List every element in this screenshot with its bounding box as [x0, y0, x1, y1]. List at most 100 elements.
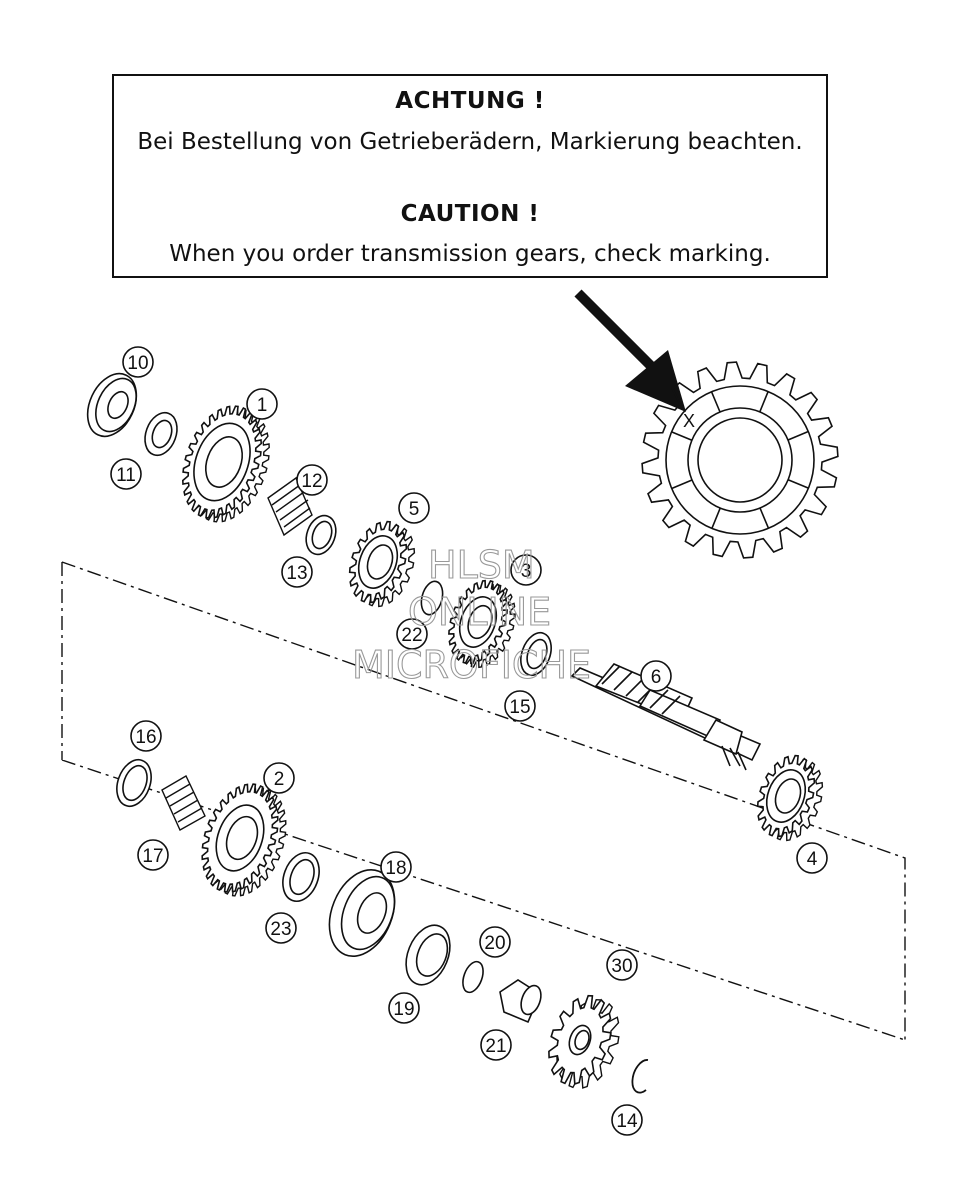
- callout-circle: [510, 554, 542, 586]
- bearing-part-18: [328, 868, 396, 958]
- group-boundary-line: [61, 561, 906, 1041]
- spacer-part-21: [499, 979, 542, 1024]
- callout-circle: [479, 926, 511, 958]
- callout-circle: [388, 992, 420, 1024]
- callout-number: 10: [127, 353, 148, 374]
- callout-22: 22: [396, 618, 428, 650]
- callout-number: 13: [286, 563, 307, 584]
- callout-circle: [398, 492, 430, 524]
- callout-14: 14: [611, 1104, 643, 1136]
- callout-number: 30: [611, 956, 632, 977]
- callout-number: 11: [116, 465, 136, 486]
- callout-number: 5: [409, 499, 420, 520]
- washer-part-15: [520, 631, 552, 677]
- callout-13: 13: [281, 556, 313, 588]
- watermark-line-3: MICROFICHE: [352, 643, 591, 687]
- gear-part-1: [181, 405, 270, 523]
- callout-number: 22: [401, 625, 422, 646]
- callout-number: 12: [301, 471, 322, 492]
- callout-2: 2: [263, 762, 295, 794]
- callout-17: 17: [137, 839, 169, 871]
- callout-19: 19: [388, 992, 420, 1024]
- callout-number: 20: [484, 933, 505, 954]
- needle-bearing-part-12: [267, 476, 313, 537]
- callout-number: 21: [485, 1036, 506, 1057]
- washer-part-23: [282, 851, 320, 903]
- caution-notice-box: ACHTUNG ! Bei Bestellung von Getrieberäd…: [112, 74, 828, 278]
- callout-circle: [246, 388, 278, 420]
- caution-heading-german: ACHTUNG !: [395, 88, 545, 114]
- callout-18: 18: [380, 851, 412, 883]
- callout-number: 4: [807, 849, 818, 870]
- washer-part-11: [144, 411, 178, 457]
- caution-heading-english: CAUTION !: [400, 201, 540, 227]
- watermark: HLSM ONLINE MICROFICHE: [351, 542, 591, 687]
- gear-part-3: [448, 579, 516, 669]
- callout-circle: [380, 851, 412, 883]
- callout-30: 30: [606, 949, 638, 981]
- callout-circle: [504, 690, 536, 722]
- callout-12: 12: [296, 464, 328, 496]
- callout-20: 20: [479, 926, 511, 958]
- callout-circle: [281, 556, 313, 588]
- needle-bearing-part-17: [161, 775, 206, 831]
- callout-1: 1: [246, 388, 278, 420]
- callout-6: 6: [640, 660, 672, 692]
- callout-5: 5: [398, 492, 430, 524]
- callout-number: 6: [651, 667, 662, 688]
- callout-23: 23: [265, 912, 297, 944]
- callout-number: 1: [257, 395, 268, 416]
- callout-number: 23: [270, 919, 291, 940]
- callout-circle: [606, 949, 638, 981]
- washer-part-16: [116, 758, 152, 808]
- callout-16: 16: [130, 720, 162, 752]
- callout-circle: [296, 464, 328, 496]
- circlip-part-22: [420, 580, 444, 616]
- gear-part-2: [201, 783, 287, 897]
- detail-gear-with-marking: [641, 361, 839, 559]
- bearing-part-10: [86, 372, 138, 438]
- callout-number: 14: [616, 1111, 638, 1132]
- callout-number: 19: [393, 999, 414, 1020]
- pointer-arrow: [574, 289, 686, 412]
- sprocket-part-30: [548, 994, 620, 1089]
- circlip-part-14: [631, 1059, 649, 1094]
- callout-10: 10: [122, 346, 154, 378]
- callout-number: 3: [521, 561, 532, 582]
- callout-circle: [137, 839, 169, 871]
- caution-text-english: When you order transmission gears, check…: [169, 241, 771, 267]
- sleeve-part-19: [405, 924, 451, 986]
- callout-circle: [611, 1104, 643, 1136]
- callout-circle: [122, 346, 154, 378]
- callout-circle: [263, 762, 295, 794]
- gear-marking-x: X: [683, 411, 695, 431]
- washer-part-13: [305, 514, 337, 556]
- callout-number: 18: [385, 858, 406, 879]
- gear-part-4: [756, 754, 824, 842]
- callout-21: 21: [480, 1029, 512, 1061]
- callout-3: 3: [510, 554, 542, 586]
- callout-circle: [480, 1029, 512, 1061]
- callout-circle: [130, 720, 162, 752]
- callout-11: 11: [110, 458, 142, 490]
- callout-circle: [265, 912, 297, 944]
- callout-circle: [796, 842, 828, 874]
- callout-number: 15: [509, 697, 530, 718]
- callout-circle: [110, 458, 142, 490]
- callout-4: 4: [796, 842, 828, 874]
- watermark-line-1: HLSM: [428, 543, 535, 587]
- callout-circle: [396, 618, 428, 650]
- o-ring-part-20: [462, 960, 484, 994]
- gear-part-5: [348, 520, 416, 608]
- main-shaft-part-6: [570, 663, 762, 771]
- callout-number: 2: [274, 769, 285, 790]
- callout-circle: [640, 660, 672, 692]
- caution-text-german: Bei Bestellung von Getrieberädern, Marki…: [137, 129, 803, 155]
- callout-number: 17: [142, 846, 163, 867]
- callout-15: 15: [504, 690, 536, 722]
- watermark-line-2: ONLINE: [408, 590, 551, 634]
- callout-number: 16: [135, 727, 156, 748]
